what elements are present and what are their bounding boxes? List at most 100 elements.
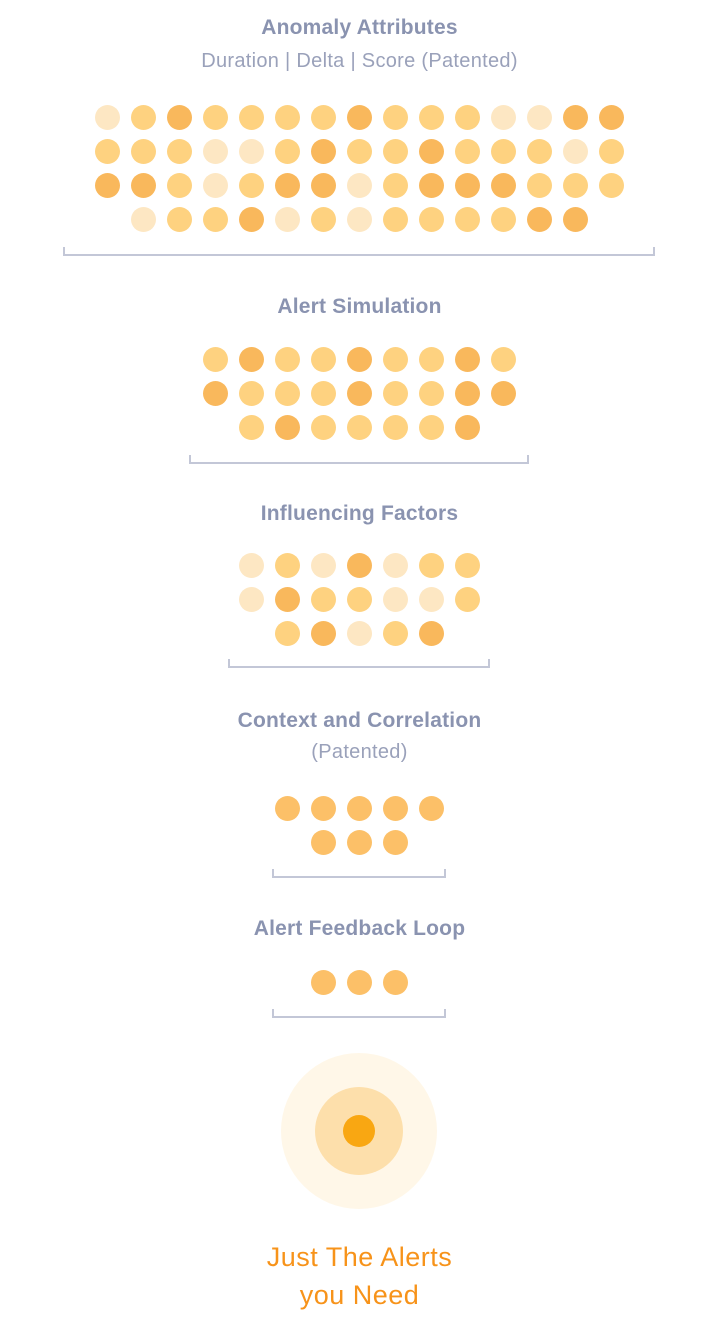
dot-influencing-factors	[418, 620, 444, 646]
dot-influencing-factors	[418, 552, 444, 578]
stage-subtitle-anomaly-attributes: Duration | Delta | Score (Patented)	[201, 50, 518, 72]
dot-anomaly-attributes	[310, 138, 336, 164]
dot-anomaly-attributes	[454, 104, 480, 130]
dot-alert-simulation	[382, 380, 408, 406]
dot-anomaly-attributes	[130, 104, 156, 130]
dot-anomaly-attributes	[130, 138, 156, 164]
dot-alert-simulation	[346, 380, 372, 406]
target-center-dot	[343, 1115, 375, 1147]
dot-alert-simulation	[454, 414, 480, 440]
dot-alert-simulation	[490, 346, 516, 372]
dot-anomaly-attributes	[274, 138, 300, 164]
dot-influencing-factors	[454, 552, 480, 578]
dot-influencing-factors	[346, 620, 372, 646]
dot-anomaly-attributes	[418, 104, 444, 130]
dot-anomaly-attributes	[274, 206, 300, 232]
dot-anomaly-attributes	[238, 206, 264, 232]
dot-alert-simulation	[274, 346, 300, 372]
dot-context-correlation	[346, 795, 372, 821]
dot-alert-simulation	[310, 380, 336, 406]
dot-anomaly-attributes	[166, 206, 192, 232]
dot-context-correlation	[274, 795, 300, 821]
dot-anomaly-attributes	[94, 172, 120, 198]
dot-anomaly-attributes	[490, 206, 516, 232]
dot-context-correlation	[382, 795, 408, 821]
stage-title-anomaly-attributes: Anomaly Attributes	[261, 16, 458, 39]
dot-influencing-factors	[310, 552, 336, 578]
dot-anomaly-attributes	[94, 104, 120, 130]
dot-influencing-factors	[346, 586, 372, 612]
dot-anomaly-attributes	[310, 172, 336, 198]
dot-alert-simulation	[346, 346, 372, 372]
dot-anomaly-attributes	[94, 138, 120, 164]
dot-anomaly-attributes	[238, 172, 264, 198]
dot-anomaly-attributes	[310, 206, 336, 232]
dot-alert-simulation	[238, 346, 264, 372]
final-message-line-2: you Need	[299, 1280, 420, 1310]
dot-context-correlation	[346, 829, 372, 855]
dot-context-correlation	[310, 829, 336, 855]
dot-anomaly-attributes	[562, 104, 588, 130]
dot-alert-feedback-loop	[346, 969, 372, 995]
dot-anomaly-attributes	[274, 172, 300, 198]
dot-alert-simulation	[274, 380, 300, 406]
dot-anomaly-attributes	[202, 138, 228, 164]
dot-influencing-factors	[382, 552, 408, 578]
dot-influencing-factors	[454, 586, 480, 612]
stage-title-influencing-factors: Influencing Factors	[260, 502, 459, 525]
dot-influencing-factors	[238, 586, 264, 612]
dot-alert-simulation	[274, 414, 300, 440]
dot-alert-simulation	[346, 414, 372, 440]
dot-alert-simulation	[382, 346, 408, 372]
dot-alert-simulation	[454, 380, 480, 406]
dot-anomaly-attributes	[202, 206, 228, 232]
dot-alert-simulation	[238, 414, 264, 440]
dot-anomaly-attributes	[598, 138, 624, 164]
dot-anomaly-attributes	[382, 104, 408, 130]
dot-anomaly-attributes	[382, 172, 408, 198]
dot-context-correlation	[382, 829, 408, 855]
dot-anomaly-attributes	[490, 138, 516, 164]
dot-anomaly-attributes	[346, 172, 372, 198]
dot-anomaly-attributes	[382, 206, 408, 232]
dot-anomaly-attributes	[526, 104, 552, 130]
dot-alert-simulation	[202, 346, 228, 372]
dot-anomaly-attributes	[238, 104, 264, 130]
stage-subtitle-context-correlation: (Patented)	[311, 741, 408, 763]
dot-anomaly-attributes	[202, 104, 228, 130]
stage-title-alert-feedback-loop: Alert Feedback Loop	[253, 917, 466, 940]
dot-influencing-factors	[274, 586, 300, 612]
stage-bracket-alert-simulation	[189, 455, 529, 464]
dot-context-correlation	[418, 795, 444, 821]
dot-alert-feedback-loop	[382, 969, 408, 995]
dot-influencing-factors	[346, 552, 372, 578]
dot-alert-simulation	[202, 380, 228, 406]
dot-influencing-factors	[274, 552, 300, 578]
final-message: Just The Alerts you Need	[0, 1238, 719, 1314]
dot-alert-simulation	[310, 414, 336, 440]
dot-influencing-factors	[310, 620, 336, 646]
dot-anomaly-attributes	[562, 206, 588, 232]
stage-bracket-context-correlation	[272, 869, 446, 878]
dot-influencing-factors	[382, 620, 408, 646]
dot-anomaly-attributes	[562, 138, 588, 164]
dot-anomaly-attributes	[490, 172, 516, 198]
dot-alert-simulation	[310, 346, 336, 372]
dot-anomaly-attributes	[382, 138, 408, 164]
dot-context-correlation	[310, 795, 336, 821]
dot-anomaly-attributes	[418, 172, 444, 198]
dot-anomaly-attributes	[166, 104, 192, 130]
dot-anomaly-attributes	[598, 172, 624, 198]
dot-alert-simulation	[238, 380, 264, 406]
dot-alert-simulation	[454, 346, 480, 372]
dot-anomaly-attributes	[166, 138, 192, 164]
dot-anomaly-attributes	[526, 138, 552, 164]
dot-anomaly-attributes	[346, 104, 372, 130]
dot-anomaly-attributes	[490, 104, 516, 130]
stage-title-context-correlation: Context and Correlation	[237, 709, 482, 732]
dot-anomaly-attributes	[310, 104, 336, 130]
dot-anomaly-attributes	[526, 206, 552, 232]
stage-title-alert-simulation: Alert Simulation	[277, 295, 442, 318]
dot-anomaly-attributes	[166, 172, 192, 198]
